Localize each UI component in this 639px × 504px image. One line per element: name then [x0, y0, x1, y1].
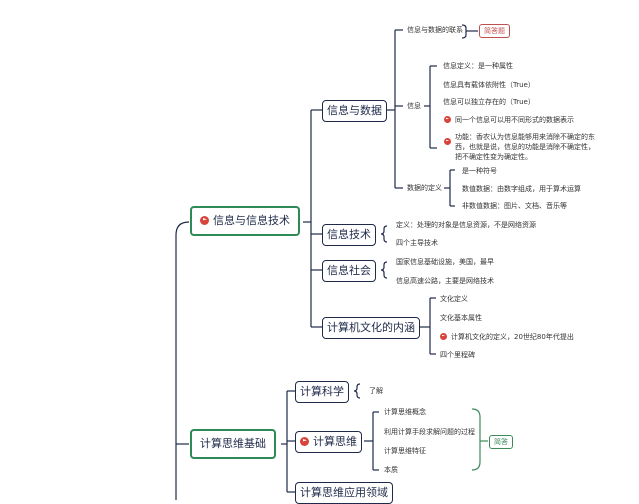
info-item: 信息定义：是一种属性 — [443, 62, 513, 70]
data-def-label: 数据的定义 — [407, 184, 442, 192]
thinking-item: 利用计算手段求解问题的过程 — [384, 428, 475, 436]
info-label: 信息 — [407, 102, 421, 110]
short-answer-tag: 简答 — [489, 435, 513, 449]
node-info-tech[interactable]: 信息与信息技术 — [190, 206, 300, 236]
society-item: 国家信息基础设施，美国，最早 — [396, 258, 494, 266]
data-def-item: 是一种符号 — [462, 167, 497, 175]
culture-item: 四个里程碑 — [440, 351, 475, 359]
data-def-item: 非数值数据：图片、文档、音乐等 — [462, 202, 567, 210]
node-info-society[interactable]: 信息社会 — [322, 260, 376, 282]
data-def-item: 数值数据：由数字组成，用于算术运算 — [462, 185, 581, 193]
thinking-item: 计算思维特征 — [384, 447, 426, 455]
node-computational-thinking[interactable]: 计算思维 — [295, 431, 362, 453]
node-ct-applications[interactable]: 计算思维应用领域 — [295, 482, 393, 504]
flag-icon — [444, 138, 451, 145]
info-item: 功能：香农认为信息能够用来消除不确定的东西，也就是说，信息的功能是消除不确定性，… — [455, 133, 595, 161]
science-item: 了解 — [369, 387, 383, 395]
node-info-technology[interactable]: 信息技术 — [322, 224, 376, 246]
flag-icon — [300, 437, 309, 446]
culture-item: 文化定义 — [440, 295, 468, 303]
tech-item: 四个主导技术 — [396, 239, 438, 247]
info-item: 同一个信息可以用不同形式的数据表示 — [455, 116, 574, 124]
node-info-data[interactable]: 信息与数据 — [322, 100, 387, 122]
node-computing-science[interactable]: 计算科学 — [295, 381, 349, 403]
culture-item: 文化基本属性 — [440, 314, 482, 322]
thinking-item: 计算思维概念 — [384, 408, 426, 416]
node-ct-basics[interactable]: 计算思维基础 — [190, 429, 276, 459]
tech-item: 定义：处理的对象是信息资源，不是网络资源 — [396, 221, 536, 229]
node-computer-culture[interactable]: 计算机文化的内涵 — [322, 317, 420, 339]
culture-item: 计算机文化的定义，20世纪80年代提出 — [451, 333, 574, 341]
flag-icon — [444, 116, 451, 123]
society-item: 信息高速公路，主要是网络技术 — [396, 277, 494, 285]
info-item: 信息可以独立存在的（True） — [443, 98, 535, 106]
flag-icon — [440, 333, 447, 340]
thinking-item: 本质 — [384, 466, 398, 474]
info-item: 信息具有载体依附性（True） — [443, 81, 535, 89]
flag-icon — [200, 216, 209, 225]
relation-label: 信息与数据的联系 — [407, 26, 463, 34]
short-answer-tag: 简答题 — [479, 24, 510, 38]
